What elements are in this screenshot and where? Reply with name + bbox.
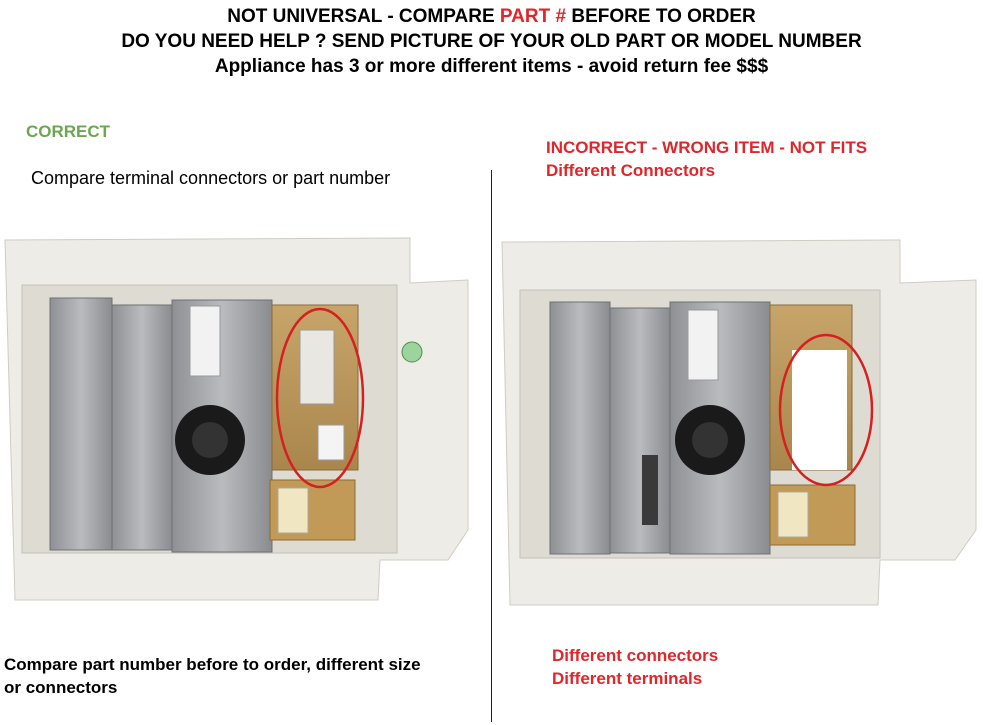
center-divider: [491, 170, 492, 722]
warning-header: NOT UNIVERSAL - COMPARE PART # BEFORE TO…: [0, 4, 983, 79]
compare-note: Compare terminal connectors or part numb…: [31, 168, 391, 188]
incorrect-title: INCORRECT - WRONG ITEM - NOT FITS: [546, 138, 868, 157]
header-line-2: DO YOU NEED HELP ? SEND PICTURE OF YOUR …: [121, 31, 862, 52]
right-footer-note: Different connectors Different terminals: [552, 646, 719, 688]
correct-connector-circle: [275, 307, 365, 489]
incorrect-control-board-photo: [501, 239, 977, 606]
part-number-highlight: PART #: [499, 6, 567, 27]
header-line-1: NOT UNIVERSAL - COMPARE PART # BEFORE TO…: [227, 6, 756, 27]
left-footer-note: Compare part number before to order, dif…: [4, 655, 421, 697]
correct-label: CORRECT: [26, 122, 111, 141]
correct-control-board-photo: [4, 237, 469, 601]
incorrect-label: INCORRECT - WRONG ITEM - NOT FITS Differ…: [546, 136, 867, 182]
header-line-3: Appliance has 3 or more different items …: [214, 56, 769, 77]
incorrect-connector-circle: [778, 333, 874, 487]
incorrect-subtitle: Different Connectors: [546, 161, 716, 180]
